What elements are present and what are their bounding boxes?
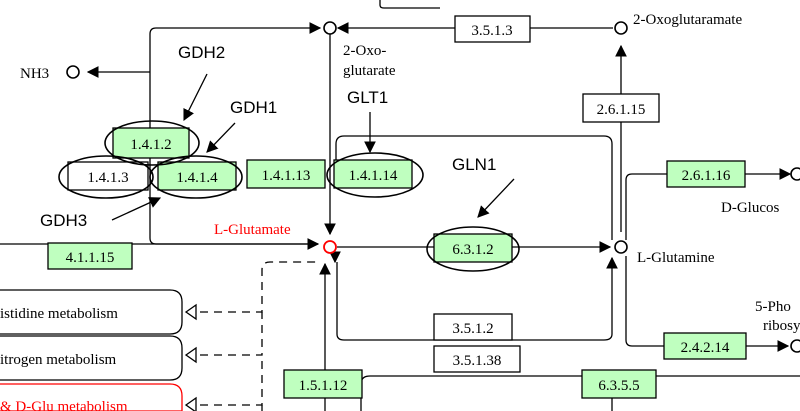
svg-text:6.3.1.2: 6.3.1.2 <box>452 242 493 258</box>
nh3-node[interactable] <box>66 65 80 79</box>
d-glucos-node[interactable] <box>790 167 800 181</box>
map-box-histidine[interactable]: istidine metabolism <box>0 289 183 335</box>
l-glutamine-node[interactable] <box>614 240 628 254</box>
l-glutamate-label: L-Glutamate <box>214 222 291 238</box>
svg-text:1.5.1.12: 1.5.1.12 <box>299 378 348 394</box>
map-label-dglu: & D-Glu metabolism <box>0 399 128 411</box>
oval-gdh3-box <box>58 155 154 199</box>
enzyme-box-1-4-1-4[interactable]: 1.4.1.4 <box>157 161 237 191</box>
enzyme-box-2-4-2-14[interactable]: 2.4.2.14 <box>663 332 747 360</box>
compound-nodes <box>66 21 800 353</box>
enzyme-box-4-1-1-15[interactable]: 4.1.1.15 <box>47 242 133 270</box>
l-glutamate-node[interactable] <box>323 240 337 254</box>
oxoglutarate-label-line1: 2-Oxo- <box>343 43 386 59</box>
nh3-label: NH3 <box>20 66 49 82</box>
oval-gln1 <box>426 226 520 272</box>
map-label-nitrogen: itrogen metabolism <box>0 352 117 368</box>
svg-text:2.6.1.16: 2.6.1.16 <box>682 168 731 184</box>
svg-text:1.4.1.13: 1.4.1.13 <box>262 168 311 184</box>
svg-text:6.3.5.5: 6.3.5.5 <box>598 378 639 394</box>
map-box-dglu[interactable]: & D-Glu metabolism <box>0 383 183 411</box>
gene-label-gdh3: GDH3 <box>40 211 87 230</box>
gene-annotations: GDH2 GDH1 GDH3 GLT1 GLN1 <box>40 43 515 230</box>
pho-label-line2: ribosy <box>763 318 800 334</box>
svg-text:2.4.2.14: 2.4.2.14 <box>681 340 730 356</box>
svg-text:4.1.1.15: 4.1.1.15 <box>66 250 115 266</box>
oxoglutaramate-node[interactable] <box>614 21 628 35</box>
svg-text:2.6.1.15: 2.6.1.15 <box>597 102 646 118</box>
enzyme-box-2-6-1-15[interactable]: 2.6.1.15 <box>582 93 660 123</box>
l-glutamine-label: L-Glutamine <box>637 250 715 266</box>
gene-label-gdh2: GDH2 <box>178 43 225 62</box>
map-label-histidine: istidine metabolism <box>0 306 118 322</box>
gene-label-gdh1: GDH1 <box>230 98 277 117</box>
compound-labels: NH3 2-Oxoglutaramate 2-Oxo- glutarate L-… <box>20 12 800 334</box>
enzyme-box-6-3-5-5[interactable]: 6.3.5.5 <box>581 369 657 399</box>
oxoglutarate-label-line2: glutarate <box>343 63 396 79</box>
oval-gdh2 <box>104 120 200 166</box>
oxoglutaramate-label: 2-Oxoglutaramate <box>633 12 742 28</box>
svg-text:3.5.1.3: 3.5.1.3 <box>471 23 512 39</box>
enzyme-box-2-6-1-16[interactable]: 2.6.1.16 <box>666 160 746 188</box>
enzyme-box-3-5-1-2[interactable]: 3.5.1.2 <box>433 313 513 341</box>
svg-text:3.5.1.2: 3.5.1.2 <box>452 321 493 337</box>
enzyme-box-1-4-1-13[interactable]: 1.4.1.13 <box>246 159 326 189</box>
gene-label-gln1: GLN1 <box>452 155 496 174</box>
enzyme-box-6-3-1-2[interactable]: 6.3.1.2 <box>433 233 513 263</box>
svg-text:1.4.1.4: 1.4.1.4 <box>176 170 218 186</box>
enzyme-box-1-4-1-2[interactable]: 1.4.1.2 <box>112 127 190 159</box>
map-box-nitrogen[interactable]: itrogen metabolism <box>0 335 183 381</box>
enzyme-box-1-5-1-12[interactable]: 1.5.1.12 <box>283 369 363 399</box>
pho-label-line1: 5-Pho <box>755 299 791 315</box>
pho-node[interactable] <box>790 339 800 353</box>
svg-text:1.4.1.14: 1.4.1.14 <box>349 168 398 184</box>
enzyme-box-1-4-1-14[interactable]: 1.4.1.14 <box>333 159 413 189</box>
enzyme-box-1-4-1-3[interactable]: 1.4.1.3 <box>67 161 149 191</box>
enzyme-box-3-5-1-38[interactable]: 3.5.1.38 <box>433 345 521 373</box>
oval-gdh1 <box>149 155 243 199</box>
enzyme-box-3-5-1-3[interactable]: 3.5.1.3 <box>454 15 531 43</box>
oxoglutarate-node[interactable] <box>323 21 337 35</box>
gene-label-glt1: GLT1 <box>347 88 388 107</box>
svg-text:1.4.1.2: 1.4.1.2 <box>130 137 171 153</box>
svg-text:3.5.1.38: 3.5.1.38 <box>453 353 502 369</box>
svg-text:1.4.1.3: 1.4.1.3 <box>87 170 128 186</box>
d-glucos-label: D-Glucos <box>721 200 779 216</box>
